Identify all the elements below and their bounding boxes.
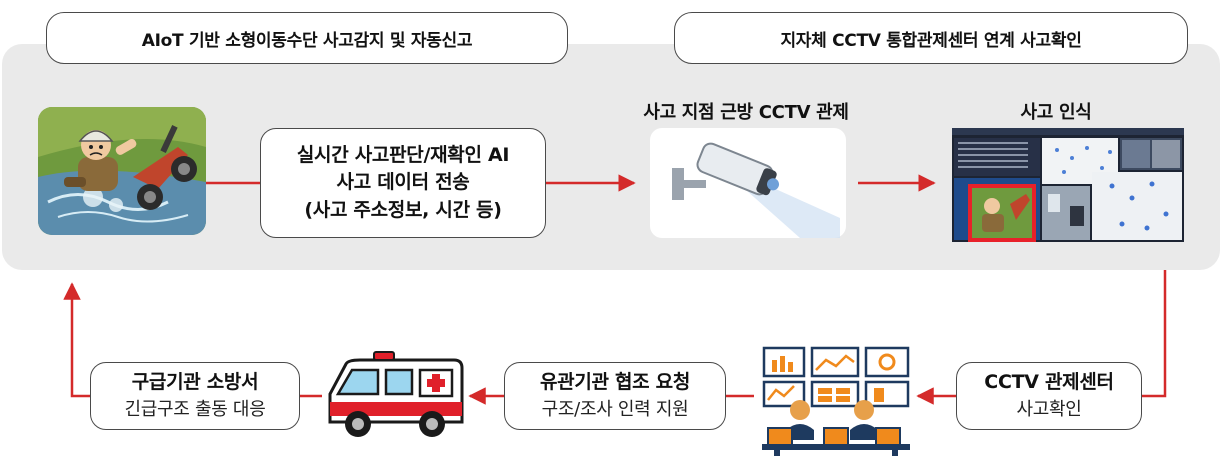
rescue-subtitle: 긴급구조 출동 대응: [124, 398, 266, 420]
ambulance-icon: [322, 350, 470, 442]
control-center-box: CCTV 관제센터 사고확인: [956, 362, 1142, 430]
cctv-camera-icon: [650, 128, 846, 238]
agency-subtitle: 구조/조사 인력 지원: [541, 398, 689, 420]
recognition-label: 사고 인식: [1020, 102, 1092, 123]
rescue-title: 구급기관 소방서: [131, 371, 259, 394]
header-left-pill: AIoT 기반 소형이동수단 사고감지 및 자동신고: [46, 12, 568, 64]
ai-box-line2: 사고 데이터 전송: [336, 171, 470, 194]
scooter-accident-illustration-icon: [38, 107, 206, 235]
rescue-fire-station-box: 구급기관 소방서 긴급구조 출동 대응: [90, 362, 300, 430]
control-center-subtitle: 사고확인: [1016, 398, 1082, 420]
header-right-pill: 지자체 CCTV 통합관제센터 연계 사고확인: [674, 12, 1188, 64]
arrow-recognition-to-control: [1142, 270, 1167, 398]
ai-box-line3: (사고 주소정보, 시간 등): [304, 198, 502, 221]
agency-title: 유관기관 협조 요청: [539, 371, 691, 394]
agency-cooperation-box: 유관기관 협조 요청 구조/조사 인력 지원: [504, 362, 726, 430]
ai-detection-box: 실시간 사고판단/재확인 AI 사고 데이터 전송 (사고 주소정보, 시간 등…: [260, 128, 546, 238]
cctv-label: 사고 지점 근방 CCTV 관제: [643, 102, 849, 123]
header-right-title: 지자체 CCTV 통합관제센터 연계 사고확인: [780, 30, 1082, 51]
header-left-title: AIoT 기반 소형이동수단 사고감지 및 자동신고: [141, 30, 473, 51]
control-room-operators-icon: [754, 344, 918, 456]
monitoring-screen-icon: [952, 128, 1184, 242]
arrow-rescue-to-accident: [63, 282, 90, 398]
control-center-title: CCTV 관제센터: [984, 371, 1114, 394]
ai-box-line1: 실시간 사고판단/재확인 AI: [296, 143, 510, 166]
